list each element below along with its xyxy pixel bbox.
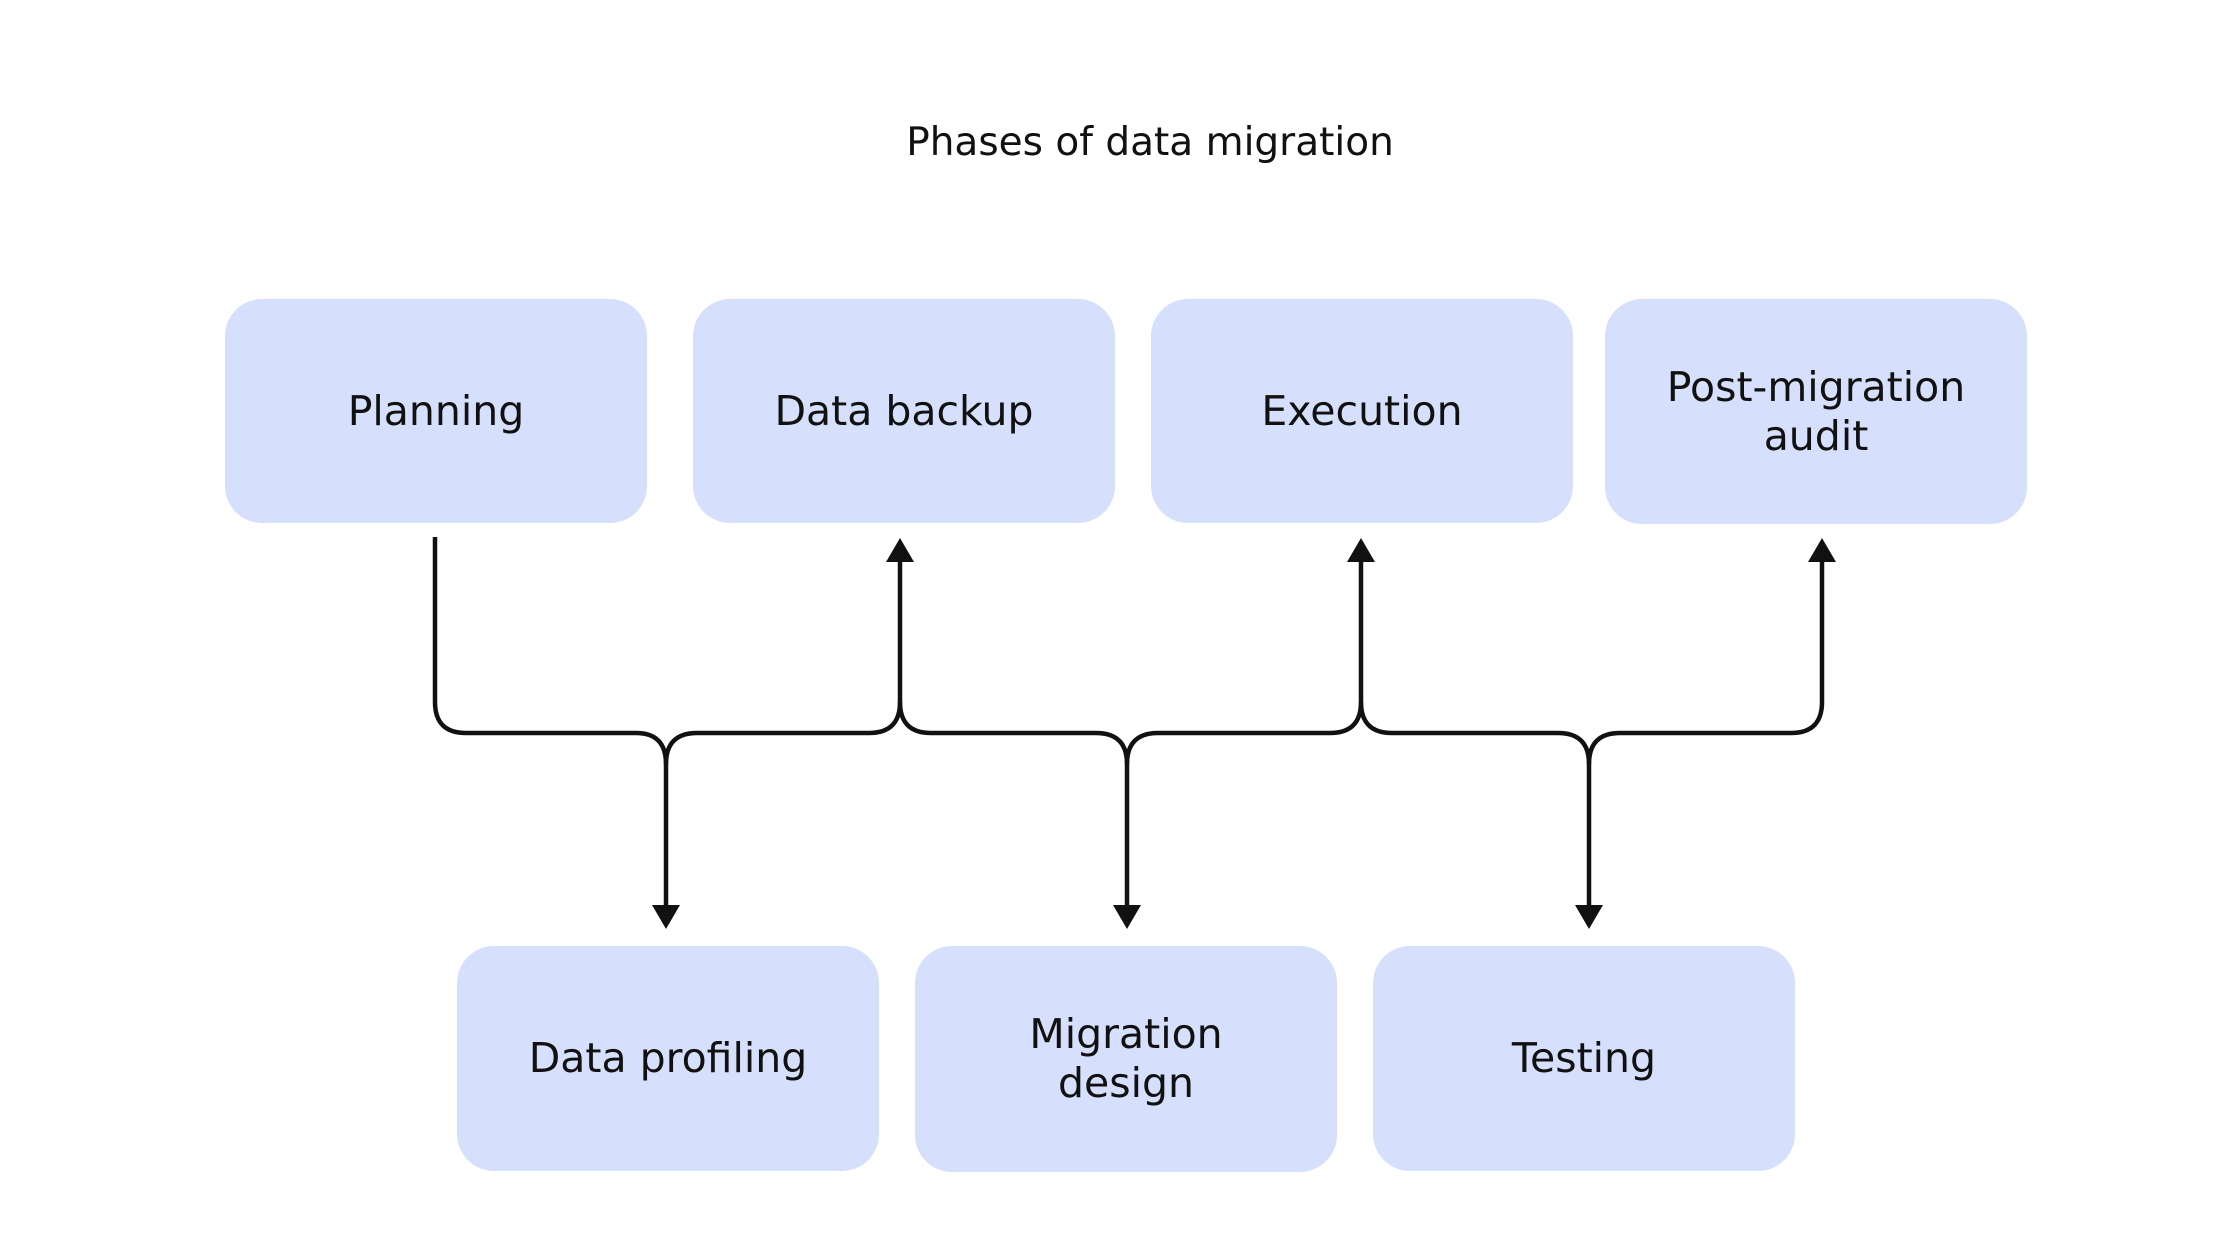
box-execution: Execution (1151, 299, 1573, 523)
arrowhead-data-profiling (652, 905, 680, 929)
box-post-migration-audit: Post-migration audit (1605, 299, 2027, 524)
box-planning: Planning (225, 299, 647, 523)
arrowhead-data-backup (886, 538, 914, 562)
box-post-migration-audit-label: Post-migration audit (1666, 362, 1966, 460)
box-testing-label: Testing (1511, 1034, 1657, 1082)
arrowhead-testing (1575, 905, 1603, 929)
box-execution-label: Execution (1261, 386, 1463, 435)
box-data-backup: Data backup (693, 299, 1115, 523)
box-testing: Testing (1373, 946, 1795, 1171)
connector-migration-design-to-execution (1124, 560, 1364, 765)
arrowhead-migration-design (1113, 905, 1141, 929)
box-data-profiling-label: Data profiling (528, 1034, 808, 1082)
box-data-backup-label: Data backup (774, 386, 1034, 435)
connector-planning-to-data-profiling (432, 537, 669, 905)
box-planning-label: Planning (347, 386, 525, 435)
connector-data-backup-to-migration-design (897, 701, 1130, 905)
arrowhead-post-migration-audit (1808, 538, 1836, 562)
box-migration-design-label: Migration design (1029, 1010, 1223, 1107)
diagram-title: Phases of data migration (906, 120, 1394, 165)
connector-testing-to-post-migration-audit (1586, 560, 1825, 765)
connector-data-profiling-to-data-backup (663, 560, 903, 765)
connector-execution-to-testing (1358, 701, 1592, 905)
box-data-profiling: Data profiling (457, 946, 879, 1171)
box-migration-design: Migration design (915, 946, 1337, 1172)
arrowhead-execution (1347, 538, 1375, 562)
